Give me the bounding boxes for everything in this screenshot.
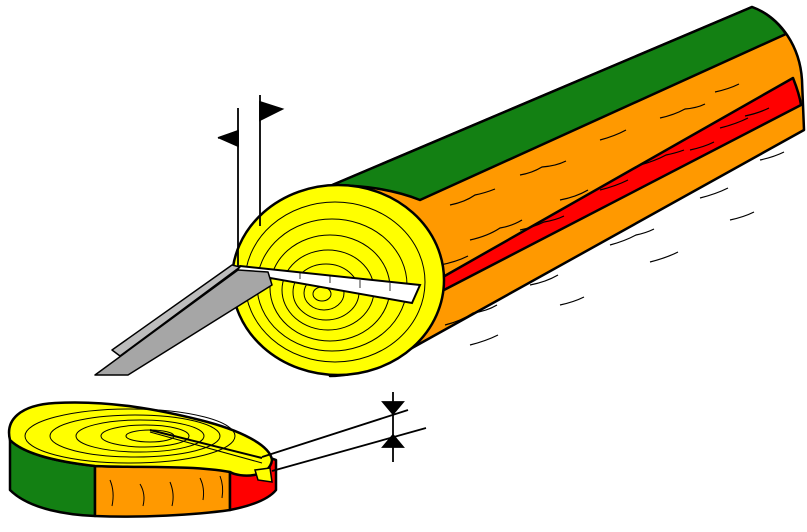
disc-dimension xyxy=(261,392,427,472)
saw-blade-lower xyxy=(94,269,273,376)
disc-cut-line-2 xyxy=(149,431,263,464)
disc-cut-line xyxy=(149,429,263,459)
log-heartwood-stripe xyxy=(413,76,803,307)
main-log xyxy=(328,5,806,378)
disc-rim-grain xyxy=(109,475,224,507)
saw-blade-upper xyxy=(111,264,241,357)
cut-disc xyxy=(7,401,278,518)
saw-blade-icon xyxy=(94,264,273,376)
disc-growth-rings xyxy=(24,408,236,464)
disc-notch xyxy=(254,467,273,483)
log-grain-lines xyxy=(439,83,785,346)
dimension-arrow-icon xyxy=(217,95,285,266)
